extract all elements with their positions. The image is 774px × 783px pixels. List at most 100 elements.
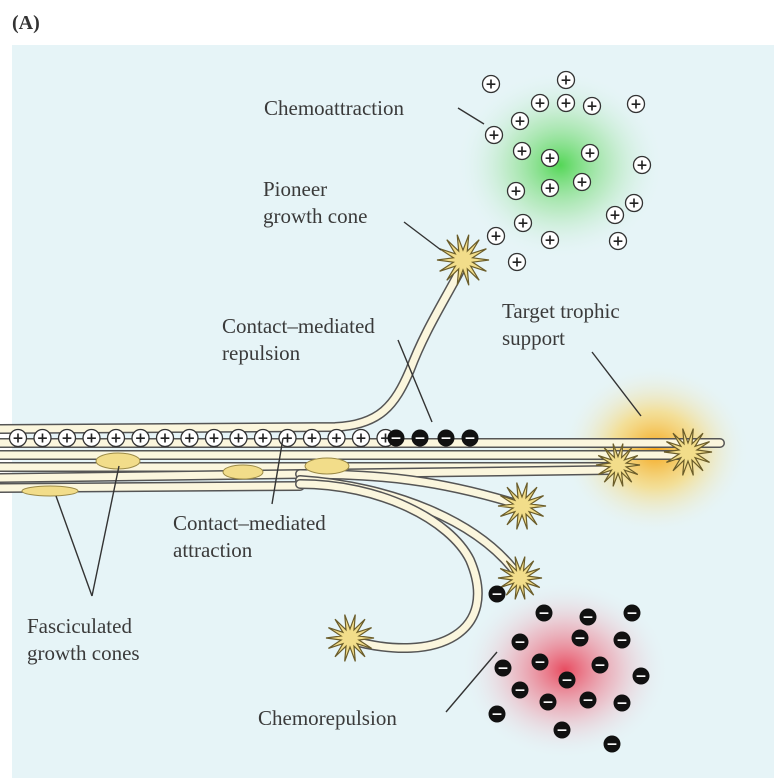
attractant-plus-1: +: [481, 74, 501, 94]
svg-text:+: +: [86, 431, 98, 447]
repellent-minus-1: −: [488, 585, 506, 603]
attractant-plus-9: +: [512, 141, 532, 161]
svg-text:−: −: [534, 655, 546, 671]
svg-text:+: +: [636, 158, 648, 174]
surface-plus-5: +: [106, 428, 126, 448]
svg-text:+: +: [560, 96, 572, 112]
attractant-plus-5: +: [582, 96, 602, 116]
attractant-plus-22: +: [507, 252, 527, 272]
repellent-minus-12: −: [632, 667, 650, 685]
surface-plus-14: +: [327, 428, 346, 448]
repellent-minus-10: −: [558, 671, 576, 689]
svg-text:+: +: [576, 175, 588, 191]
surface-minus-4: −: [461, 429, 479, 447]
repellent-minus-4: −: [623, 604, 641, 622]
leader-contact-attraction: [271, 437, 284, 505]
label-contact-mediated-attraction: Contact–mediated attraction: [173, 511, 326, 562]
svg-text:+: +: [560, 73, 572, 89]
svg-text:−: −: [514, 683, 526, 699]
attractant-plus-8: +: [484, 125, 504, 145]
svg-text:+: +: [233, 431, 245, 447]
svg-text:−: −: [606, 737, 618, 753]
svg-text:+: +: [511, 255, 523, 271]
attractant-plus-11: +: [580, 143, 600, 163]
surface-plus-9: +: [204, 428, 224, 448]
svg-text:+: +: [534, 96, 546, 112]
label-chemorepulsion: Chemorepulsion: [258, 706, 397, 730]
attractant-plus-19: +: [513, 213, 533, 233]
svg-text:+: +: [257, 431, 269, 447]
svg-text:+: +: [184, 431, 196, 447]
branch-growth-cone-3: [325, 614, 375, 662]
surface-plus-13: +: [302, 428, 322, 448]
surface-plus-11: +: [253, 428, 273, 448]
attractant-plus-12: +: [632, 155, 652, 175]
surface-plus-3: +: [57, 428, 77, 448]
attractant-plus-20: +: [540, 230, 560, 250]
fasciculated-cone-4: [21, 485, 79, 497]
svg-text:−: −: [556, 723, 568, 739]
attractant-plus-15: +: [572, 172, 592, 192]
attractant-plus-17: +: [624, 193, 644, 213]
repellent-minus-18: −: [553, 721, 571, 739]
surface-minus-2: −: [411, 429, 429, 447]
svg-text:+: +: [510, 184, 522, 200]
attractant-plus-13: +: [506, 181, 526, 201]
svg-text:+: +: [159, 431, 171, 447]
svg-text:−: −: [491, 707, 503, 723]
svg-text:+: +: [609, 208, 621, 224]
svg-text:+: +: [516, 144, 528, 160]
svg-text:−: −: [582, 610, 594, 626]
axon-branch-3: [296, 480, 482, 652]
leader-fasciculated-b: [55, 495, 93, 597]
svg-text:+: +: [282, 431, 294, 447]
svg-text:+: +: [110, 431, 122, 447]
label-fasciculated-growth-cones: Fasciculated growth cones: [27, 614, 140, 665]
repellent-minus-19: −: [603, 735, 621, 753]
fasciculated-cone-1: [95, 452, 141, 470]
svg-text:−: −: [414, 431, 426, 447]
growth-cones: [325, 234, 713, 662]
leader-fasciculated-a: [91, 465, 120, 597]
svg-text:+: +: [586, 99, 598, 115]
repellent-minus-8: −: [494, 659, 512, 677]
repellent-minus-17: −: [488, 705, 506, 723]
svg-text:+: +: [630, 97, 642, 113]
attractant-plus-4: +: [556, 93, 576, 113]
attractant-plus-2: +: [556, 70, 576, 90]
label-target-trophic-support: Target trophic support: [502, 299, 620, 350]
svg-text:−: −: [542, 695, 554, 711]
repellent-minus-3: −: [579, 608, 597, 626]
attractant-plus-6: +: [626, 94, 646, 114]
svg-text:−: −: [616, 633, 628, 649]
surface-plus-4: +: [82, 428, 101, 448]
svg-text:−: −: [538, 606, 550, 622]
surface-plus-7: +: [155, 428, 175, 448]
chemorepulsion-glow: [460, 580, 670, 760]
charges: ++++++++++++++++−−−−++++++++++++++++++++…: [8, 70, 652, 753]
svg-text:−: −: [464, 431, 476, 447]
surface-plus-10: +: [229, 428, 248, 448]
svg-text:+: +: [61, 431, 73, 447]
svg-text:+: +: [514, 114, 526, 130]
svg-text:+: +: [612, 234, 624, 250]
leader-lines: [55, 107, 642, 713]
repellent-minus-5: −: [511, 633, 529, 651]
svg-text:+: +: [37, 431, 49, 447]
svg-text:−: −: [497, 661, 509, 677]
svg-text:−: −: [582, 693, 594, 709]
surface-plus-12: +: [278, 428, 297, 448]
surface-plus-6: +: [131, 428, 150, 448]
svg-text:+: +: [331, 431, 343, 447]
attractant-plus-3: +: [530, 93, 550, 113]
svg-text:−: −: [574, 631, 586, 647]
target-growth-cone-2: [595, 443, 641, 487]
svg-text:−: −: [440, 431, 452, 447]
attractant-plus-18: +: [486, 226, 506, 246]
svg-text:+: +: [306, 431, 318, 447]
repellent-minus-14: −: [539, 693, 557, 711]
label-contact-mediated-repulsion: Contact–mediated repulsion: [222, 314, 375, 365]
surface-minus-3: −: [437, 429, 455, 447]
panel-label: (A): [12, 12, 40, 34]
